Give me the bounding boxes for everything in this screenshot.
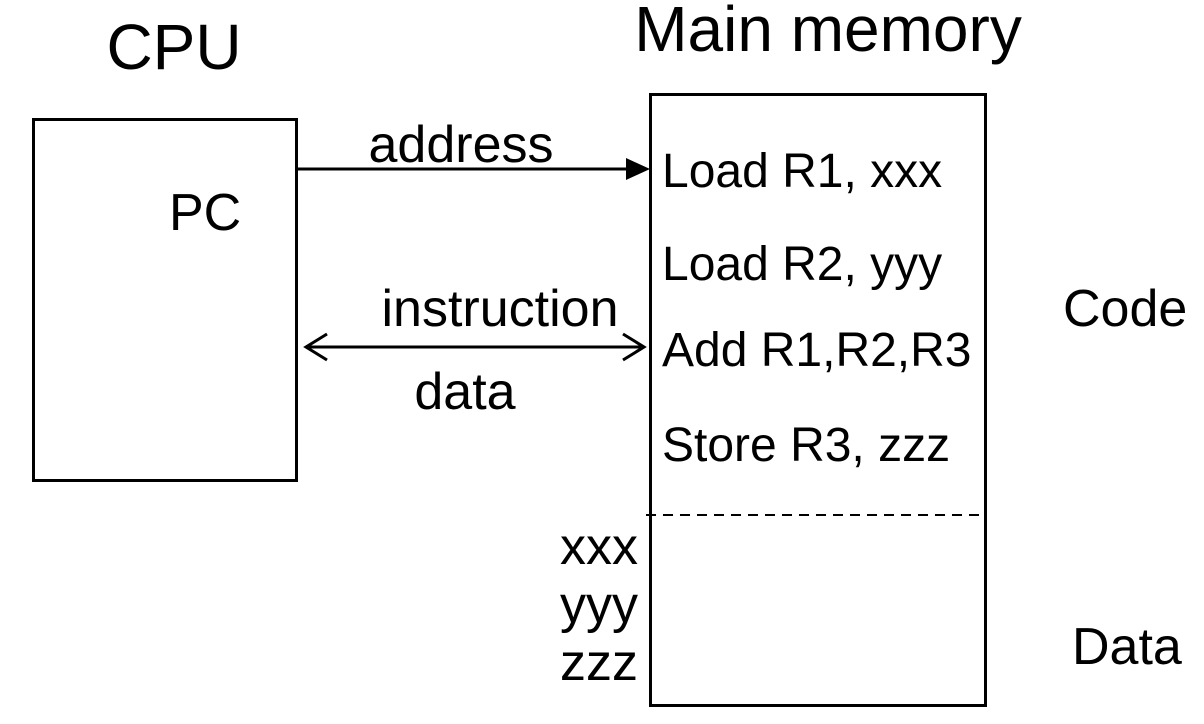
memory-instruction-4: Store R3, zzz [662,419,951,472]
data-slot-xxx: xxx [560,518,638,576]
main-memory-box [649,93,987,707]
data-region-label: Data [1072,618,1182,676]
data-slot-zzz: zzz [560,634,638,692]
cpu-title: CPU [106,11,242,83]
code-region-label: Code [1063,280,1188,338]
cpu-box [32,118,298,482]
memory-instruction-2: Load R2, yyy [662,238,943,291]
data-slot-yyy: yyy [560,576,638,634]
memory-instruction-3: Add R1,R2,R3 [662,324,972,377]
address-arrow [298,158,650,180]
memory-instruction-1: Load R1, xxx [662,145,943,198]
pc-register-label: PC [169,184,242,242]
main-memory-title: Main memory [634,0,1022,65]
data-bus-label: data [414,363,516,421]
instruction-bus-label: instruction [381,280,619,338]
instruction-data-arrow [303,332,647,362]
data-slot-labels: xxx yyy zzz [460,518,638,692]
address-bus-label: address [368,116,554,174]
